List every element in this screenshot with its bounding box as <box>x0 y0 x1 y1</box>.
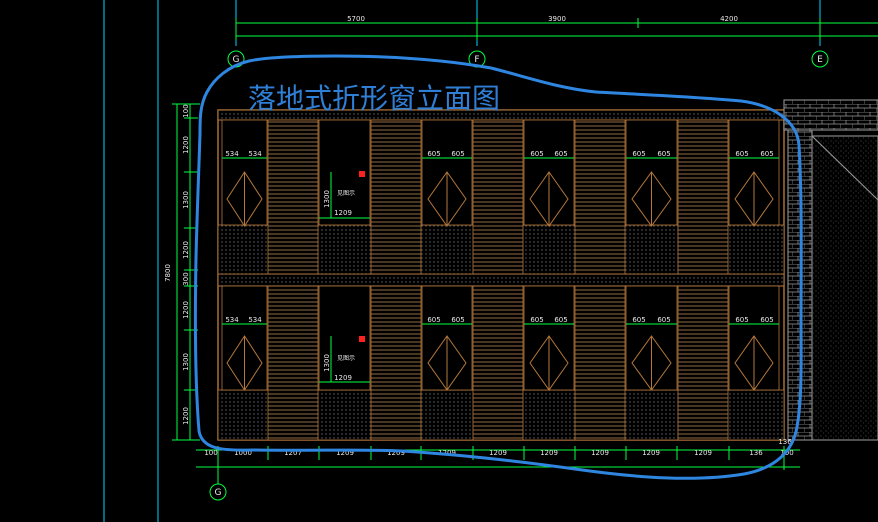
door-width-upper: 1209 <box>334 209 352 217</box>
win-dim-605-n: 605 <box>657 316 670 324</box>
bottom-axis-marker: G <box>209 470 227 501</box>
win-dim-605-h: 605 <box>760 150 773 158</box>
win-dim-605-o: 605 <box>735 316 748 324</box>
win-dim-605-b: 605 <box>451 150 464 158</box>
bottom-dim-8: 1209 <box>591 449 609 457</box>
bottom-axis-label: G <box>215 488 222 498</box>
bottom-dim-2: 1207 <box>284 449 302 457</box>
lower-dim-1: 1200 <box>182 301 190 319</box>
top-band-label: 100 <box>182 104 190 117</box>
door-note-upper: 见图示 <box>337 190 355 197</box>
top-dim-2: 3900 <box>548 15 566 23</box>
drawing-title: 落地式折形窗立面图 <box>248 82 500 115</box>
markup-outline <box>193 54 803 480</box>
lower-dim-2: 1300 <box>182 353 190 371</box>
upper-dim-1: 1200 <box>182 136 190 154</box>
axis-marker-g: G <box>233 55 240 65</box>
win-dim-605-j: 605 <box>451 316 464 324</box>
bottom-dim-1: 1000 <box>234 449 252 457</box>
axis-marker-f: F <box>474 55 479 65</box>
bottom-dim-7: 1209 <box>540 449 558 457</box>
door-height-lower: 1300 <box>323 354 331 372</box>
lower-dim-3: 1200 <box>182 407 190 425</box>
top-dimension-chain: 5700 3900 4200 <box>235 15 878 40</box>
win-dim-534-b: 534 <box>248 150 262 158</box>
facade-panels <box>221 119 780 441</box>
left-dimension-chain: 7800 100 1200 1300 1200 300 1200 1300 12… <box>164 103 200 441</box>
window-dimensions: 534 534 605 605 605 605 605 605 605 605 … <box>222 150 779 325</box>
top-dim-3: 4200 <box>720 15 738 23</box>
floor-band-label: 300 <box>182 272 190 285</box>
door-note-lower: 见图示 <box>337 355 355 362</box>
axis-marker-e: E <box>817 55 823 65</box>
bottom-dimension-chain: 100 1000 1207 1209 1209 1209 1209 1209 1… <box>196 438 800 470</box>
win-dim-605-c: 605 <box>530 150 543 158</box>
right-dim-label: 136 <box>778 438 792 446</box>
win-dim-534-c: 534 <box>225 316 239 324</box>
upper-dim-2: 1300 <box>182 191 190 209</box>
win-dim-605-k: 605 <box>530 316 543 324</box>
win-dim-605-p: 605 <box>760 316 773 324</box>
win-dim-605-i: 605 <box>427 316 440 324</box>
bottom-dim-4: 1209 <box>387 449 405 457</box>
bottom-dim-10: 1209 <box>694 449 712 457</box>
bottom-dim-3: 1209 <box>336 449 354 457</box>
top-dim-1: 5700 <box>347 15 365 23</box>
win-dim-605-m: 605 <box>632 316 645 324</box>
win-dim-605-g: 605 <box>735 150 748 158</box>
win-dim-605-e: 605 <box>632 150 645 158</box>
door-dimensions: 1209 1209 1300 1300 见图示 见图示 <box>319 172 370 383</box>
upper-dim-3: 1200 <box>182 241 190 259</box>
bottom-dim-11: 136 <box>749 449 763 457</box>
bottom-dim-left: 100 <box>204 449 217 457</box>
door-height-upper: 1300 <box>323 190 331 208</box>
win-dim-605-l: 605 <box>554 316 567 324</box>
win-dim-534-a: 534 <box>225 150 239 158</box>
win-dim-534-d: 534 <box>248 316 262 324</box>
win-dim-605-f: 605 <box>657 150 670 158</box>
win-dim-605-d: 605 <box>554 150 567 158</box>
bottom-dim-9: 1209 <box>642 449 660 457</box>
door-width-lower: 1209 <box>334 374 352 382</box>
top-axis-markers: G F E <box>227 50 829 68</box>
bottom-dim-6: 1209 <box>489 449 507 457</box>
win-dim-605-a: 605 <box>427 150 440 158</box>
height-total-label: 7800 <box>164 264 172 282</box>
